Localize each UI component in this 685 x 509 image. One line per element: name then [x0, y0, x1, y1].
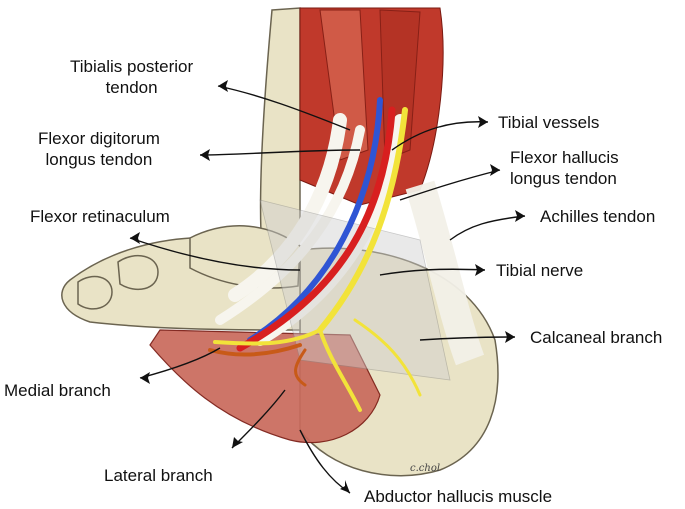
medial-branch-vessel: [208, 343, 302, 357]
tendons: [215, 113, 406, 346]
neurovascular-bundle: [208, 97, 422, 412]
label-lateral-branch: Lateral branch: [104, 466, 213, 485]
medial-plantar-nerve: [213, 328, 322, 346]
label-calcaneal-branch: Calcaneal branch: [530, 328, 663, 347]
arrowheads: [130, 80, 525, 493]
lateral-branch-vessel: [294, 348, 307, 387]
achilles-tendon: [405, 180, 485, 366]
label-achilles-tendon: Achilles tendon: [540, 207, 656, 226]
lateral-plantar-nerve: [318, 328, 362, 412]
label-tibialis-posterior-tendon: Tibialis posterior tendon: [70, 57, 194, 97]
tibial-nerve: [317, 107, 408, 333]
label-tibial-nerve: Tibial nerve: [496, 261, 584, 280]
tibial-vein: [247, 97, 383, 343]
label-flexor-hallucis-longus-tendon: Flexor hallucis longus tendon: [510, 148, 619, 188]
tibial-artery: [236, 106, 396, 352]
calf-muscles: [299, 7, 444, 206]
label-flexor-retinaculum: Flexor retinaculum: [30, 207, 170, 226]
flexor-hallucis-tendon: [254, 114, 406, 346]
label-medial-branch: Medial branch: [4, 381, 111, 400]
abductor-hallucis-muscle: [149, 329, 381, 444]
toe-bone-2: [117, 254, 159, 291]
tibialis-posterior-tendon: [228, 113, 347, 302]
artist-signature: c.chol: [410, 463, 441, 474]
label-abductor-hallucis-muscle: Abductor hallucis muscle: [364, 487, 553, 506]
calcaneal-nerve-branch: [353, 318, 422, 397]
label-flexor-digitorum-longus-tendon: Flexor digitorum longus tendon: [38, 129, 160, 169]
toe-bone-1: [77, 275, 113, 310]
label-tibial-vessels: Tibial vessels: [498, 113, 600, 132]
flexor-digitorum-tendon: [215, 125, 365, 325]
